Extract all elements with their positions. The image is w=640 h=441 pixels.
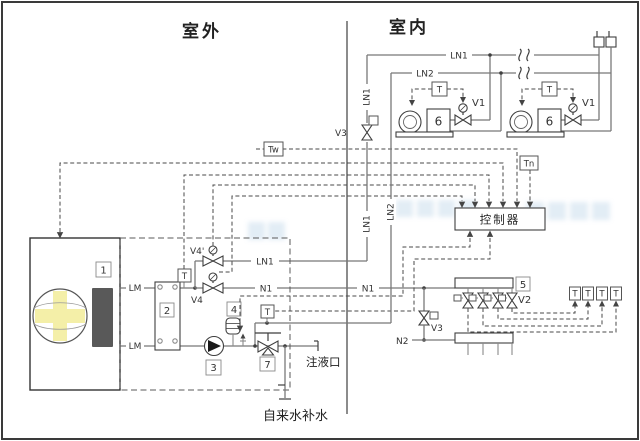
return-manifold — [454, 332, 514, 344]
sensor-label-t-room3: T — [598, 290, 605, 300]
fan-icon — [32, 288, 88, 344]
air-vent-valve-icon — [240, 333, 246, 346]
expansion-tank: 4 — [225, 301, 246, 346]
circulation-pump: 3 — [203, 335, 225, 376]
equipment-number-three-way-valve: 7 — [264, 360, 270, 371]
fan-coil-unit-2: 6 V1 T — [506, 55, 612, 138]
pipe-label-lm-top: LM — [129, 284, 142, 294]
makeup-water-branch: 自来水补水 — [263, 344, 328, 424]
valve-label-v4-prime: V4' — [190, 247, 204, 257]
wire-controller-valve7 — [239, 238, 471, 328]
equipment-number-heat-exchanger: 2 — [164, 306, 170, 317]
fill-port-label: 注液口 — [306, 355, 341, 369]
equipment-number-expansion-tank: 4 — [231, 305, 237, 316]
sensor-label-t-fc1: T — [436, 86, 443, 96]
label-box-4 — [226, 301, 242, 317]
valve-v3-top: V3 — [335, 115, 379, 142]
sensor-label-tn: Tn — [523, 160, 535, 170]
sensor-label-t-room2: T — [584, 290, 591, 300]
pipe-label-n1-left: N1 — [260, 285, 272, 295]
valve-v1: V1 — [564, 98, 595, 126]
riser-label-ln1-upper: LN1 — [363, 88, 373, 105]
valve-label-v1: V1 — [582, 98, 595, 109]
wire-tw-controller — [256, 148, 518, 201]
wire-controller-return-sensor — [275, 238, 491, 312]
room-thermostats: T T T T — [467, 286, 622, 333]
thermostat: T — [519, 81, 576, 106]
sensor-label-t-pipe: T — [181, 272, 188, 282]
sensor-label-tw: Tw — [267, 146, 279, 156]
temp-sensor-tn: Tn — [519, 155, 539, 171]
control-wiring — [56, 148, 534, 332]
valve-label-v4: V4 — [191, 296, 203, 306]
unit-base — [395, 131, 454, 138]
unit-base — [506, 131, 565, 138]
plate-heat-exchanger: 2 — [154, 281, 181, 351]
sensor-label-t-return: T — [264, 308, 271, 318]
pipe-label-ln1-main: LN1 — [450, 52, 467, 62]
valve-actuator-icon — [429, 311, 439, 320]
riser-label-ln1-lower: LN1 — [363, 215, 373, 232]
label-box-1 — [95, 261, 112, 278]
sensor-label-t-room4: T — [612, 290, 619, 300]
valve-label-v3-bottom: V3 — [431, 324, 443, 334]
pipe-label-n2: N2 — [396, 337, 408, 347]
fan-coil-unit-1: 6 V1 T — [395, 53, 503, 138]
pipe-label-ln1-mid: LN1 — [256, 258, 273, 268]
label-box-5 — [515, 276, 531, 292]
wire-v4-controller — [219, 195, 463, 273]
valve-actuator-icon — [368, 115, 379, 126]
wire-unit1-controller — [59, 162, 504, 232]
air-vent-icon — [593, 31, 617, 73]
equipment-number-fan-coil: 6 — [546, 115, 554, 129]
equipment-number-pump: 3 — [210, 363, 216, 374]
sensor-label-t-fc2: T — [546, 86, 553, 96]
label-box-2 — [159, 302, 175, 318]
outdoor-unit: 1 — [29, 237, 121, 391]
temp-sensor-tw: Tw — [263, 141, 284, 157]
outdoor-piping: LM LM LN1 N1 — [120, 256, 455, 352]
pump-direction-icon — [208, 340, 221, 352]
line-break-icon — [516, 48, 534, 80]
manifold-valves-v2: V2 — [453, 288, 531, 309]
blower-icon — [398, 110, 422, 134]
equipment-number-fan-coil: 6 — [435, 115, 443, 129]
indoor-mains: LN1 LN2 — [367, 31, 617, 80]
valve-v4: V4 — [191, 272, 224, 306]
return-temp-sensor: T — [260, 304, 275, 323]
makeup-water-label: 自来水补水 — [263, 409, 328, 424]
thermostat: T — [409, 81, 466, 106]
sensor-label-t-room1: T — [571, 290, 578, 300]
valve-label-v3-top: V3 — [335, 129, 347, 139]
bypass-v3: V3 N2 — [396, 286, 455, 347]
three-way-valve: 7 — [255, 332, 281, 372]
wire-v4p-controller — [212, 184, 476, 246]
label-box-7 — [259, 356, 276, 372]
floor-heating-manifolds: 5 V2 — [453, 276, 531, 355]
pipe-label-lm-bottom: LM — [129, 342, 142, 352]
coil-slab — [92, 288, 113, 347]
indoor-zone-title: 室内 — [389, 17, 429, 38]
supply-return-risers: V3 LN1 LN1 LN2 N1 — [335, 55, 397, 323]
outdoor-zone-title: 室外 — [182, 21, 222, 42]
wire-tsensor-controller — [183, 174, 490, 269]
fill-port: 注液口 — [306, 340, 341, 369]
valve-label-v1: V1 — [472, 98, 485, 109]
valve-label-v2: V2 — [518, 295, 531, 306]
supply-manifold — [454, 277, 514, 289]
blower-icon — [509, 110, 533, 134]
pipe-label-ln2-main: LN2 — [416, 70, 433, 80]
pipe-label-n1-right: N1 — [362, 285, 374, 295]
riser-label-ln2: LN2 — [387, 203, 397, 220]
equipment-number-manifold: 5 — [520, 280, 526, 291]
valve-v1: V1 — [454, 98, 485, 126]
controller-box: 控制器 — [454, 207, 546, 231]
label-box-3 — [205, 359, 222, 376]
controller-label: 控制器 — [480, 213, 521, 227]
equipment-number-heat-pump: 1 — [100, 266, 106, 277]
